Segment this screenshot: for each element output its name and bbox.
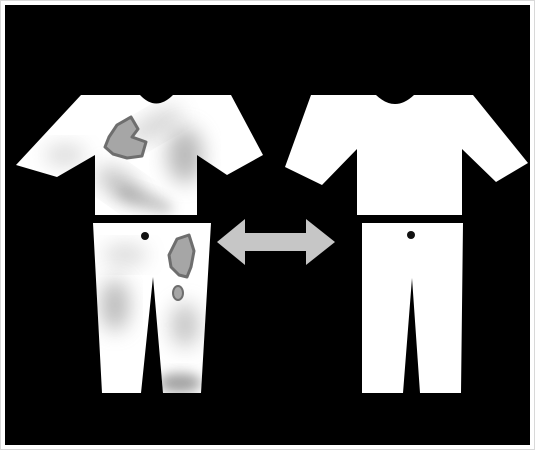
clean-pants-button	[407, 231, 415, 239]
clothes-comparison-illustration	[5, 5, 530, 445]
dirty-pants-icon	[93, 223, 211, 393]
clean-pants-icon	[362, 223, 463, 393]
pants-stain-drip	[173, 286, 183, 300]
pants-button	[141, 232, 149, 240]
clean-shirt-icon	[285, 95, 528, 215]
double-arrow-icon	[217, 219, 335, 265]
dirty-shirt-icon	[16, 95, 263, 219]
illustration-canvas	[5, 5, 530, 445]
